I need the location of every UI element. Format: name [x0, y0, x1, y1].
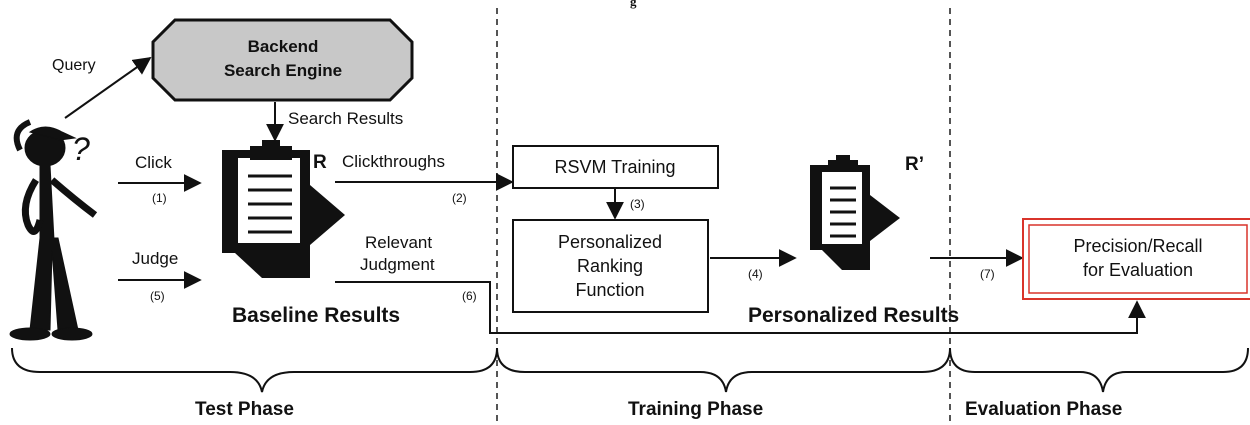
step-2: (2) [452, 191, 467, 205]
evaluation-line1: Precision/Recall [1073, 236, 1202, 256]
backend-title-line2: Search Engine [224, 61, 342, 80]
query-arrow [64, 56, 152, 119]
ranking-function-box [512, 219, 709, 313]
ranking-line3: Function [575, 280, 644, 300]
backend-search-engine: Backend Search Engine [151, 18, 414, 102]
ranking-line1: Personalized [558, 232, 662, 252]
personalized-r-prime-label: R’ [905, 154, 924, 175]
baseline-r-label: R [313, 152, 327, 173]
search-results-label: Search Results [288, 109, 403, 128]
judgment-label: Judgment [360, 255, 435, 274]
step-1: (1) [152, 191, 167, 205]
step-4: (4) [748, 267, 763, 281]
rsvm-training-box [512, 145, 719, 189]
evaluation-line2: for Evaluation [1083, 260, 1193, 280]
baseline-results-icon [222, 140, 345, 278]
personalized-results-label: Personalized Results [748, 304, 959, 327]
question-mark: ? [72, 131, 90, 167]
personalized-results-icon [810, 155, 900, 270]
ranking-line2: Ranking [577, 256, 643, 276]
judge-label: Judge [132, 249, 178, 268]
clickthroughs-label: Clickthroughs [342, 152, 445, 171]
relevant-label: Relevant [365, 233, 432, 252]
baseline-results-label: Baseline Results [232, 304, 400, 327]
step-3: (3) [630, 197, 645, 211]
step-5: (5) [150, 289, 165, 303]
backend-title-line1: Backend [248, 37, 319, 56]
user-figure-icon [9, 119, 98, 341]
training-phase-brace [496, 347, 951, 393]
rsvm-training-label: RSVM Training [554, 157, 675, 177]
training-phase-label: Training Phase [628, 399, 763, 420]
evaluation-box: Precision/Recall for Evaluation [1022, 218, 1250, 300]
evaluation-phase-brace [949, 347, 1249, 393]
query-label: Query [52, 57, 96, 74]
caption-fragment: g [630, 0, 637, 9]
click-label: Click [135, 153, 172, 172]
step-6: (6) [462, 289, 477, 303]
test-phase-brace [11, 347, 498, 393]
test-phase-label: Test Phase [195, 399, 294, 420]
evaluation-phase-label: Evaluation Phase [965, 399, 1122, 420]
relevant-judgment-arrow [335, 281, 1146, 334]
step-7: (7) [980, 267, 995, 281]
